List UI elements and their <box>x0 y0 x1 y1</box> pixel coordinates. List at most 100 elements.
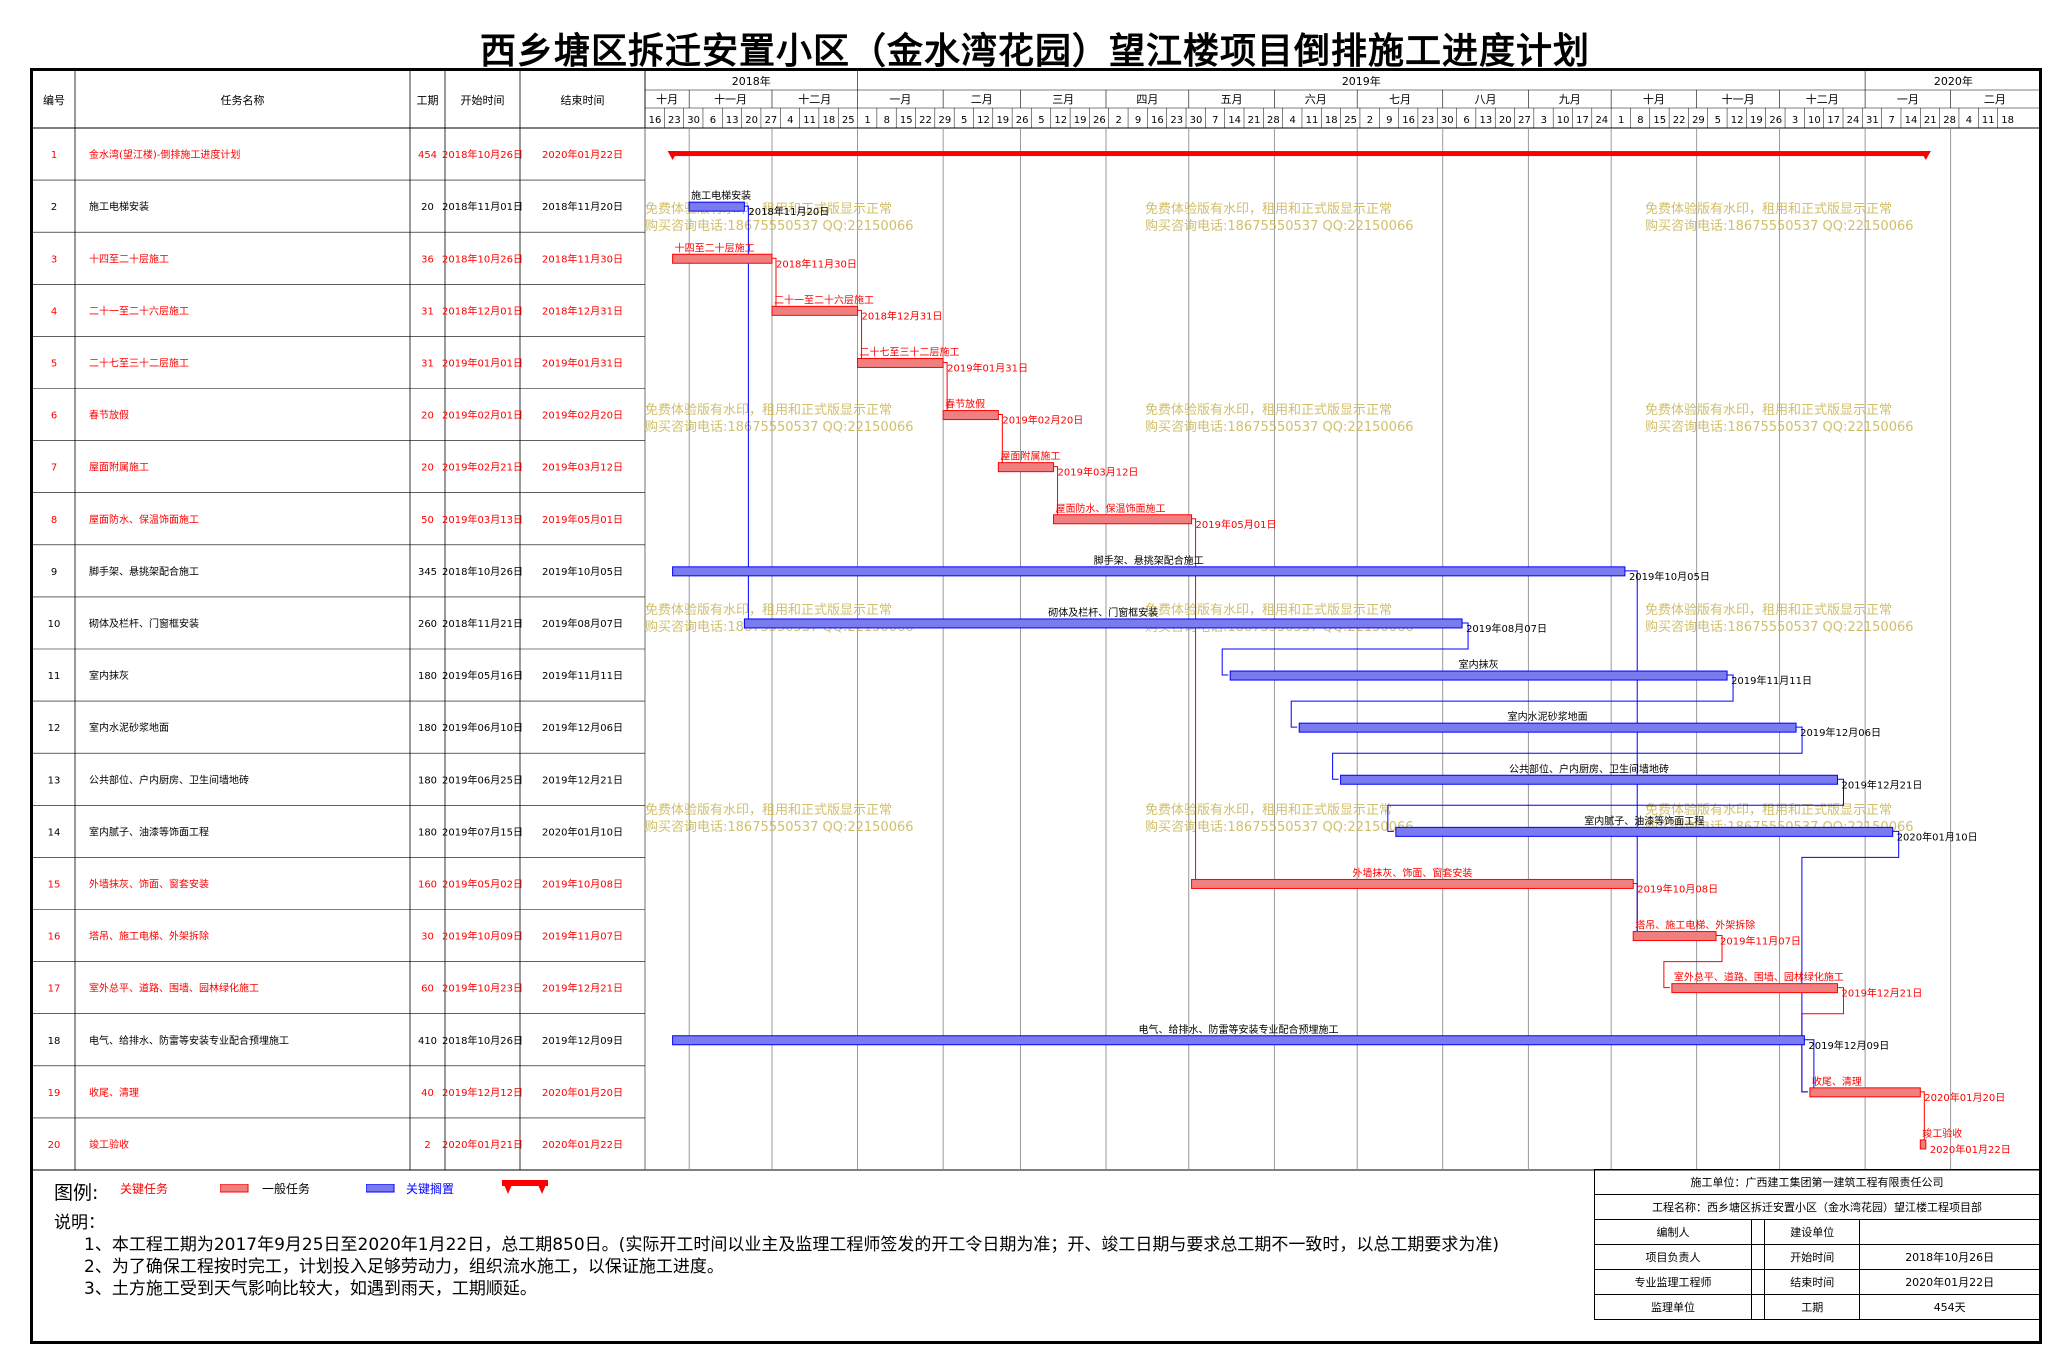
task-start: 2020年01月21日 <box>442 1138 523 1151</box>
watermark-line1: 免费体验版有水印，租用和正式版显示正常 <box>645 802 892 818</box>
column-header: 工期 <box>417 94 439 107</box>
week-label: 1 <box>1618 115 1624 126</box>
task-duration: 36 <box>421 254 434 265</box>
watermark-line1: 免费体验版有水印，租用和正式版显示正常 <box>1145 802 1392 818</box>
construction-unit: 施工单位：广西建工集团第一建筑工程有限责任公司 <box>1594 1169 2040 1195</box>
summary-end-marker <box>1920 151 1931 161</box>
task-end: 2020年01月22日 <box>542 1138 623 1151</box>
week-label: 4 <box>1289 115 1295 126</box>
week-label: 3 <box>1541 115 1547 126</box>
task-start: 2018年12月01日 <box>442 304 523 317</box>
week-label: 27 <box>1518 115 1531 126</box>
task-bar <box>997 462 1055 473</box>
week-label: 22 <box>1673 115 1686 126</box>
dependency-link <box>1332 726 1803 780</box>
week-label: 12 <box>1731 115 1744 126</box>
task-end: 2019年02月20日 <box>542 409 623 422</box>
week-label: 19 <box>1750 115 1763 126</box>
watermark-line2: 购买咨询电话:18675550537 QQ:22150066 <box>1645 419 1914 435</box>
task-id: 2 <box>51 202 57 213</box>
week-label: 30 <box>687 115 700 126</box>
task-bar-label: 脚手架、悬挑架配合施工 <box>1094 554 1204 567</box>
info-cell: 2020年01月22日 <box>1859 1269 2040 1295</box>
task-start: 2018年11月01日 <box>442 200 523 213</box>
task-end-label: 2019年12月21日 <box>1841 778 1922 791</box>
task-duration: 410 <box>418 1036 437 1047</box>
task-duration: 31 <box>421 358 434 369</box>
week-label: 16 <box>1151 115 1164 126</box>
task-end-label: 2019年08月07日 <box>1466 622 1547 635</box>
task-id: 10 <box>48 619 61 630</box>
task-end: 2019年08月07日 <box>542 617 623 630</box>
watermark-line1: 免费体验版有水印，租用和正式版显示正常 <box>1145 602 1392 618</box>
task-end: 2019年01月31日 <box>542 356 623 369</box>
task-duration: 2 <box>424 1140 430 1151</box>
task-name: 室外总平、道路、围墙、园林绿化施工 <box>89 982 259 995</box>
task-end-label: 2019年10月08日 <box>1637 882 1718 895</box>
task-start: 2018年10月26日 <box>442 252 523 265</box>
task-start: 2018年10月26日 <box>442 565 523 578</box>
dependency-link <box>998 414 1003 463</box>
task-bar-label: 外墙抹灰、饰面、窗套安装 <box>1352 866 1472 879</box>
task-bar <box>1632 931 1717 942</box>
task-start: 2019年05月02日 <box>442 877 523 890</box>
task-id: 8 <box>51 515 57 526</box>
info-cell <box>1751 1244 1766 1270</box>
task-end-label: 2020年01月20日 <box>1924 1091 2005 1104</box>
month-label: 一月 <box>889 93 911 106</box>
task-bar <box>672 253 773 264</box>
month-label: 二月 <box>971 93 993 106</box>
task-duration: 40 <box>421 1088 434 1099</box>
task-end: 2019年10月05日 <box>542 565 623 578</box>
task-duration: 20 <box>421 202 434 213</box>
week-label: 30 <box>1190 115 1203 126</box>
task-name: 竣工验收 <box>89 1138 129 1151</box>
watermark-line1: 免费体验版有水印，租用和正式版显示正常 <box>1145 201 1392 217</box>
task-end: 2018年12月31日 <box>542 304 623 317</box>
task-bar-label: 电气、给排水、防雷等安装专业配合预埋施工 <box>1138 1023 1338 1036</box>
week-label: 28 <box>1267 115 1280 126</box>
week-label: 19 <box>1074 115 1087 126</box>
week-label: 26 <box>1016 115 1029 126</box>
week-label: 6 <box>710 115 716 126</box>
column-header: 任务名称 <box>221 93 265 107</box>
month-label: 二月 <box>1984 93 2006 106</box>
dependency-link <box>1804 1039 1815 1088</box>
task-id: 11 <box>48 671 61 682</box>
dependency-link <box>744 205 749 619</box>
watermark-line1: 免费体验版有水印，租用和正式版显示正常 <box>645 602 892 618</box>
week-label: 21 <box>1248 115 1261 126</box>
week-label: 7 <box>1888 115 1894 126</box>
note-1: 1、本工程工期为2017年9月25日至2020年1月22日，总工期850日。(实… <box>84 1235 1499 1255</box>
week-label: 2 <box>1116 115 1122 126</box>
week-label: 8 <box>1637 115 1643 126</box>
month-label: 六月 <box>1305 93 1327 106</box>
task-bar-label: 室内腻子、油漆等饰面工程 <box>1584 814 1704 827</box>
task-name: 二十一至二十六层施工 <box>89 304 189 317</box>
task-name: 公共部位、户内厨房、卫生间墙地砖 <box>89 773 249 786</box>
task-bar <box>688 201 745 212</box>
week-label: 15 <box>1653 115 1666 126</box>
week-label: 11 <box>1306 115 1319 126</box>
dependency-link <box>1801 830 1900 1093</box>
task-name: 室内腻子、油漆等饰面工程 <box>89 825 209 838</box>
task-bar-label: 二十一至二十六层施工 <box>774 293 874 306</box>
project-info-table: 施工单位：广西建工集团第一建筑工程有限责任公司 工程名称：西乡塘区拆迁安置小区（… <box>1593 1169 2040 1341</box>
legend-slack-label: 关键搁置 <box>406 1182 455 1196</box>
task-name: 室内抹灰 <box>89 669 129 682</box>
watermark-line1: 免费体验版有水印，租用和正式版显示正常 <box>1645 201 1892 217</box>
week-label: 30 <box>1441 115 1454 126</box>
task-duration: 31 <box>421 306 434 317</box>
week-label: 29 <box>938 115 951 126</box>
task-name: 电气、给排水、防雷等安装专业配合预埋施工 <box>89 1034 289 1047</box>
task-name: 十四至二十层施工 <box>89 252 169 265</box>
watermark-line1: 免费体验版有水印，租用和正式版显示正常 <box>1645 602 1892 618</box>
column-header: 结束时间 <box>561 94 605 107</box>
info-cell: 454天 <box>1859 1294 2040 1320</box>
task-bar-label: 十四至二十层施工 <box>675 241 755 254</box>
task-bar-label: 公共部位、户内厨房、卫生间墙地砖 <box>1509 762 1669 775</box>
watermark-line2: 购买咨询电话:18675550537 QQ:22150066 <box>1145 218 1414 234</box>
week-label: 11 <box>1982 115 1995 126</box>
week-label: 15 <box>900 115 913 126</box>
task-end: 2019年05月01日 <box>542 513 623 526</box>
